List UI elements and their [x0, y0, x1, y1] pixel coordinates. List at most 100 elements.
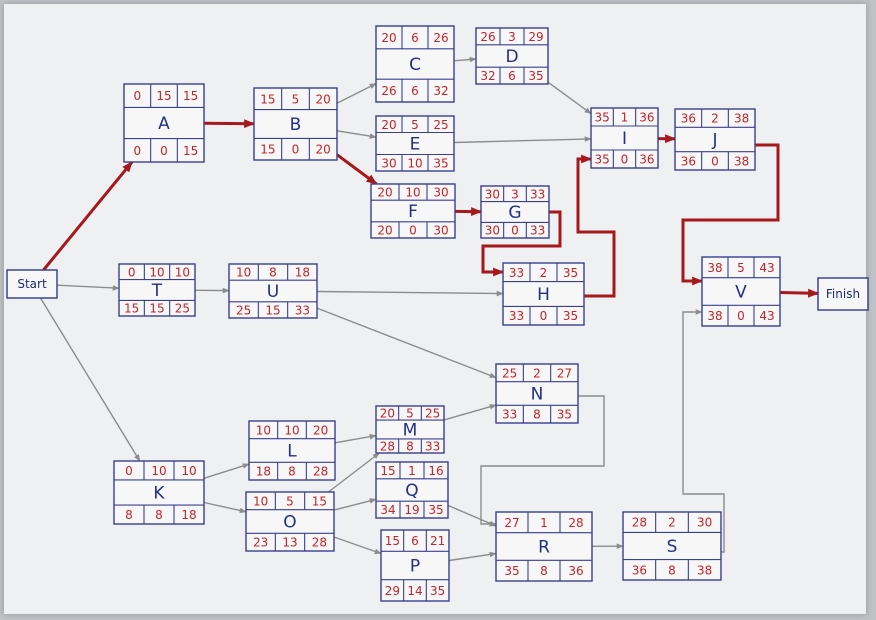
early-start-value: 25	[502, 366, 517, 380]
slack-value: 0	[292, 143, 300, 157]
early-finish-value: 15	[312, 494, 327, 508]
early-finish-value: 30	[697, 516, 712, 530]
early-start-value: 28	[632, 516, 647, 530]
activity-label: P	[410, 557, 420, 577]
late-finish-value: 35	[430, 584, 445, 598]
edge-b-to-f	[336, 153, 378, 186]
activity-label: E	[410, 135, 421, 155]
duration-value: 10	[405, 186, 420, 200]
late-start-value: 38	[707, 309, 722, 323]
duration-value: 3	[508, 30, 516, 44]
slack-value: 13	[282, 536, 297, 550]
late-start-value: 8	[125, 508, 133, 522]
activity-label: L	[287, 442, 297, 462]
edge-u-to-h	[316, 290, 504, 297]
activity-label: V	[735, 283, 747, 303]
activity-label: J	[711, 131, 717, 151]
activity-box	[118, 263, 196, 317]
activity-box	[245, 491, 335, 552]
duration-value: 5	[286, 494, 294, 508]
edge-m-to-n	[443, 404, 497, 421]
duration-value: 6	[411, 534, 419, 548]
early-start-value: 20	[380, 407, 395, 421]
edge-e-to-i	[453, 136, 592, 144]
slack-value: 0	[409, 223, 417, 237]
activity-box	[495, 363, 579, 424]
activity-label: C	[409, 55, 421, 75]
early-finish-value: 38	[734, 112, 749, 126]
start-node: Start	[6, 269, 58, 299]
late-start-value: 0	[134, 144, 142, 158]
late-start-value: 15	[124, 302, 139, 316]
edge-h-to-i	[576, 154, 616, 298]
early-start-value: 35	[595, 111, 610, 125]
start-node-label: Start	[17, 277, 47, 291]
late-finish-value: 33	[530, 224, 545, 238]
duration-value: 10	[151, 464, 166, 478]
activity-box	[370, 183, 456, 239]
early-finish-value: 18	[295, 266, 310, 280]
duration-value: 2	[540, 266, 548, 280]
late-finish-value: 36	[639, 153, 654, 167]
activity-label: T	[151, 281, 163, 301]
late-finish-value: 43	[759, 309, 774, 323]
duration-value: 6	[411, 31, 419, 45]
activity-label: U	[267, 282, 279, 302]
early-start-value: 30	[485, 187, 500, 201]
early-finish-value: 10	[175, 265, 190, 279]
late-start-value: 34	[380, 503, 395, 517]
early-start-value: 0	[125, 464, 133, 478]
activity-label: Q	[405, 481, 418, 501]
edge-k-to-l	[203, 463, 250, 479]
edge-j-to-v	[681, 143, 780, 286]
late-finish-value: 38	[734, 154, 749, 168]
duration-value: 5	[411, 118, 419, 132]
late-finish-value: 20	[316, 143, 331, 157]
duration-value: 1	[540, 516, 548, 530]
activity-box	[622, 511, 722, 581]
late-start-value: 30	[485, 224, 500, 238]
late-start-value: 18	[256, 465, 271, 479]
early-finish-value: 29	[528, 30, 543, 44]
late-start-value: 32	[480, 69, 495, 83]
early-finish-value: 36	[639, 111, 654, 125]
edge-b-to-e	[336, 130, 377, 139]
activity-label: H	[537, 285, 550, 305]
late-start-value: 25	[236, 303, 251, 317]
start-node-box	[6, 269, 58, 299]
activity-label: R	[538, 538, 550, 558]
activity-box	[502, 262, 585, 326]
edge-b-to-c	[336, 82, 377, 104]
early-finish-value: 15	[183, 89, 198, 103]
duration-value: 10	[284, 423, 299, 437]
early-finish-value: 35	[563, 266, 578, 280]
edge-d-to-i	[547, 81, 592, 115]
early-start-value: 33	[509, 266, 524, 280]
duration-value: 2	[668, 516, 676, 530]
edge-o-to-m	[328, 452, 380, 493]
late-finish-value: 33	[295, 303, 310, 317]
activity-box	[248, 420, 336, 481]
late-finish-value: 35	[528, 69, 543, 83]
activity-box	[253, 87, 338, 161]
activity-box	[495, 511, 593, 582]
early-start-value: 10	[236, 266, 251, 280]
edge-v-to-finish	[779, 288, 820, 298]
slack-value: 10	[407, 156, 422, 170]
slack-value: 0	[711, 154, 719, 168]
late-start-value: 29	[385, 584, 400, 598]
edge-start-to-k	[39, 297, 141, 462]
late-finish-value: 35	[563, 309, 578, 323]
late-finish-value: 33	[425, 439, 440, 453]
slack-value: 8	[288, 465, 296, 479]
early-start-value: 27	[504, 516, 519, 530]
